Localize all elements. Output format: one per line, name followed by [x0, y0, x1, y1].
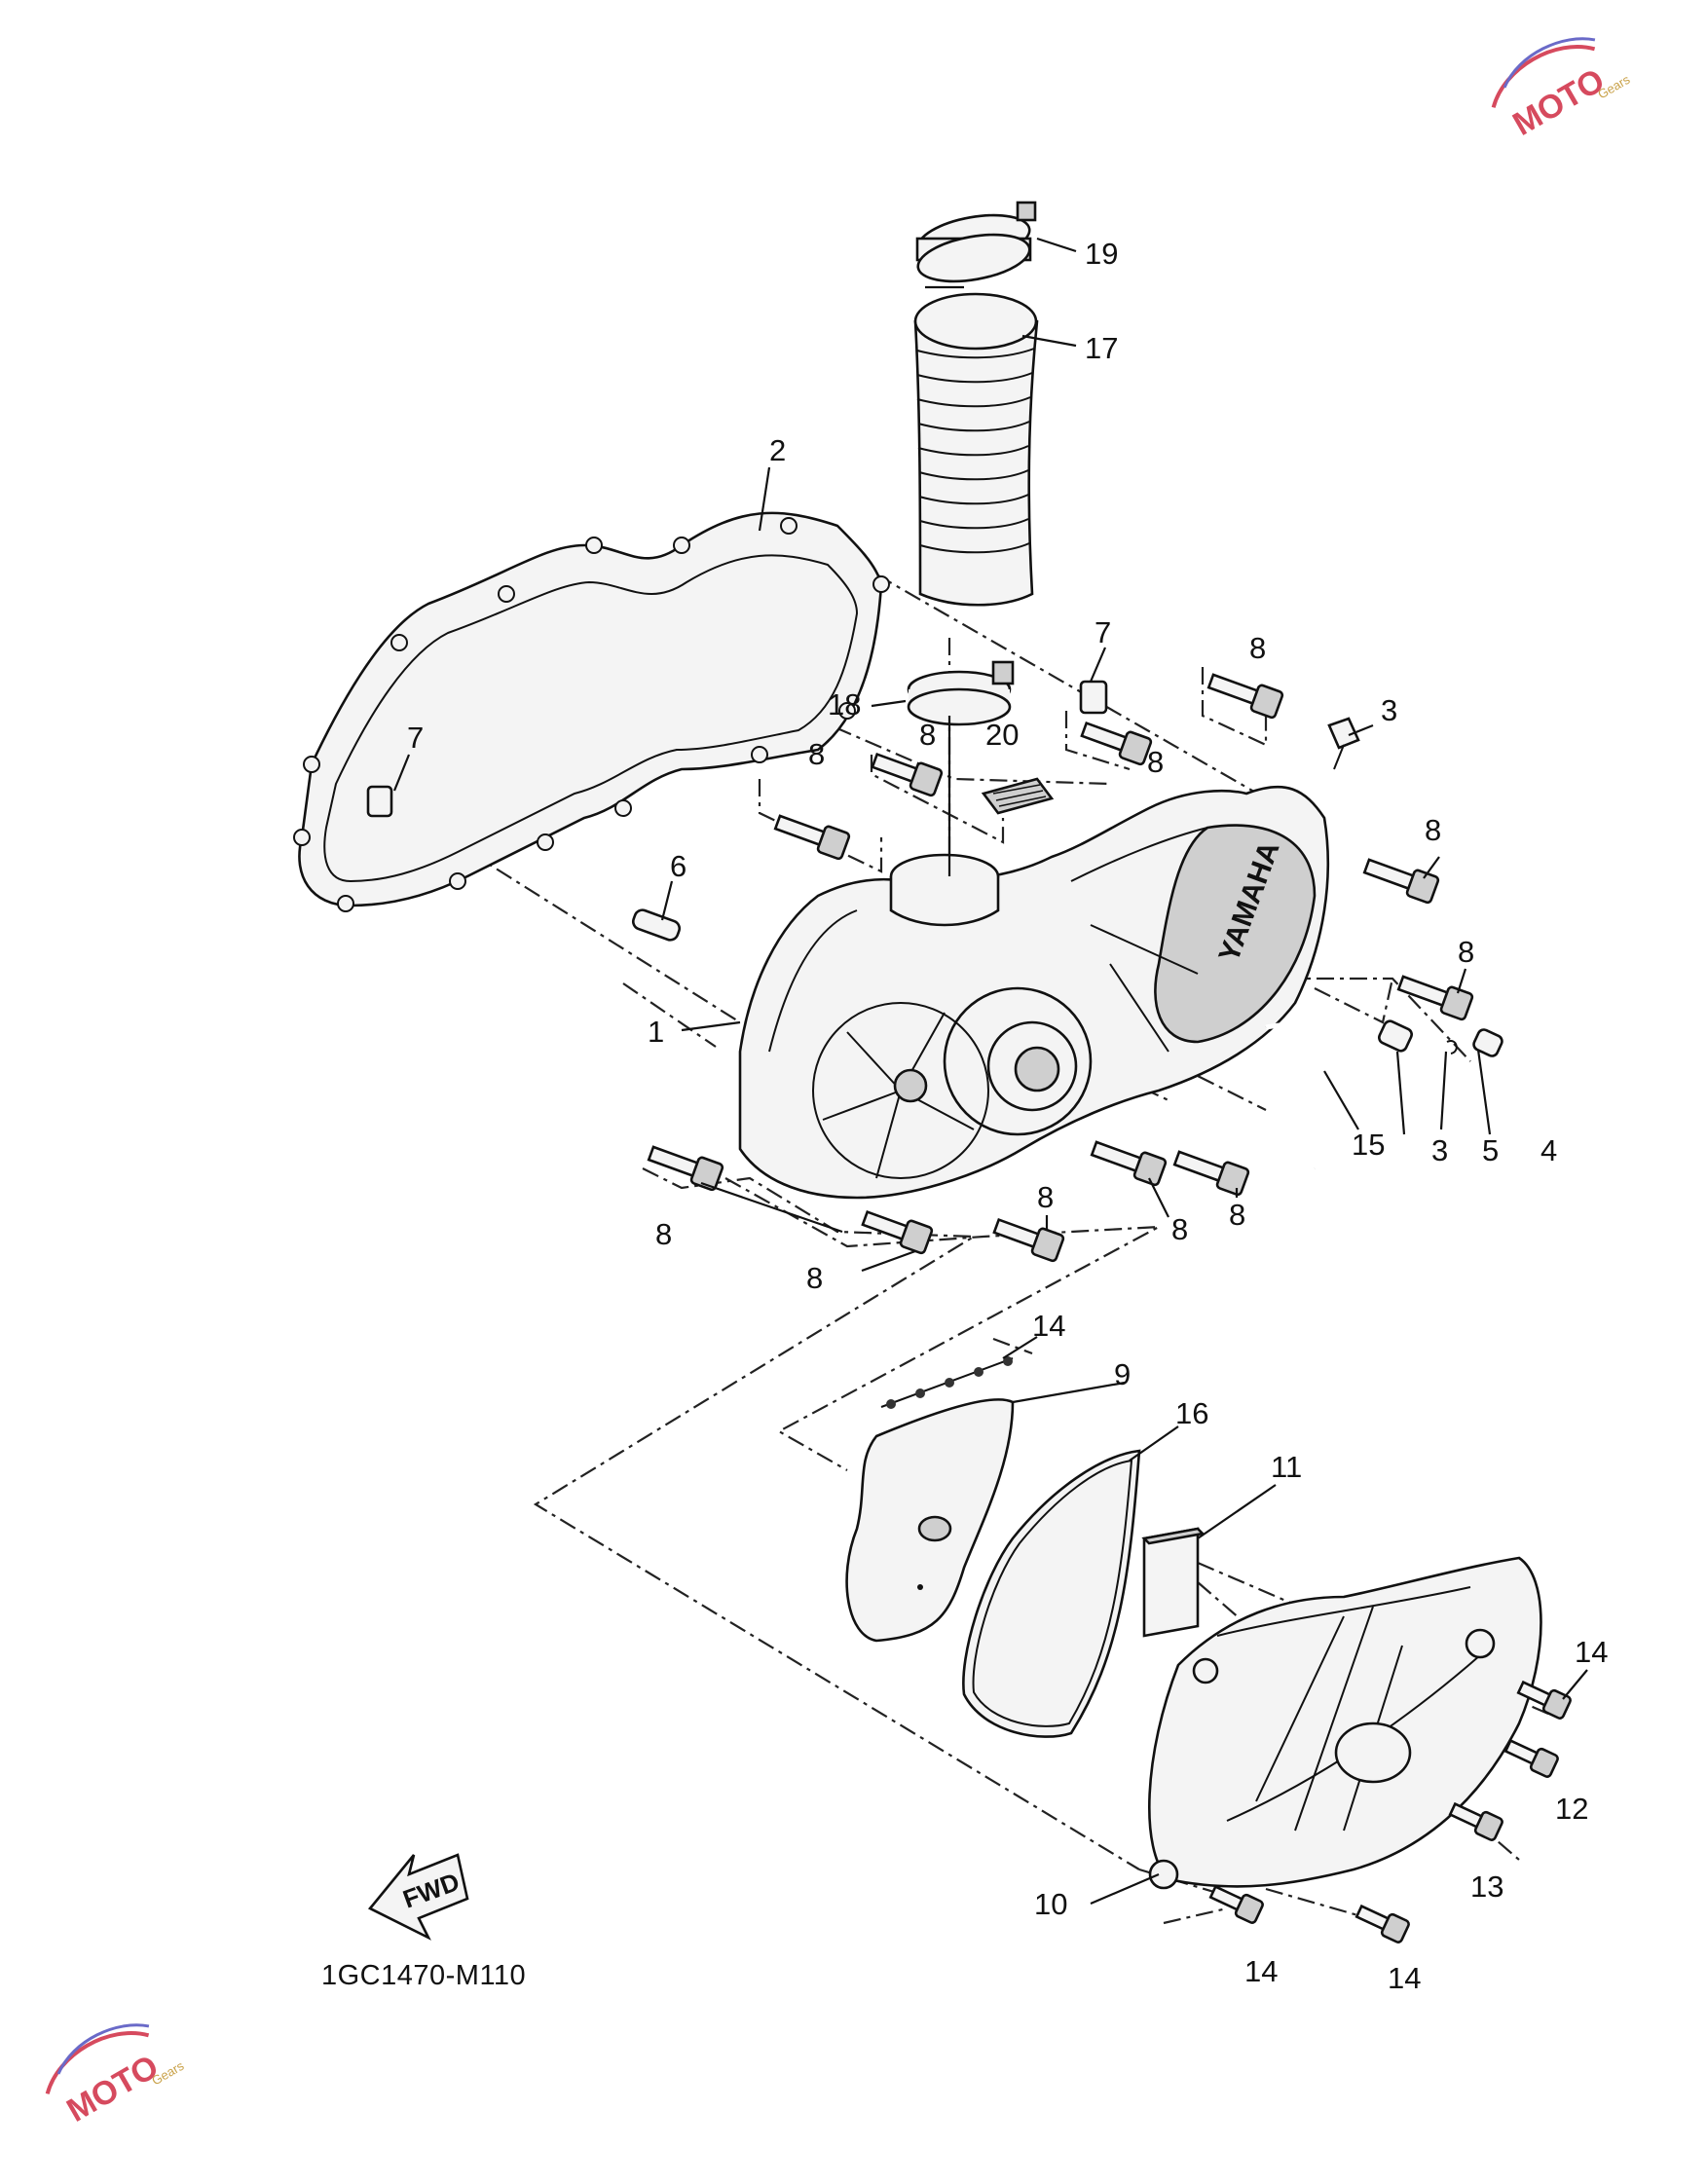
- leader-lines: [392, 237, 1588, 1906]
- part-17-air-duct: [913, 292, 1039, 607]
- part-10-outer-cover: [1148, 1556, 1542, 1890]
- callout-8-center-bottom: 8: [1171, 1212, 1188, 1246]
- part-3-breather-bottom: [1378, 1019, 1413, 1053]
- callout-14-bottom-right: 14: [1388, 1961, 1421, 1995]
- callout-17: 17: [1085, 331, 1118, 365]
- watermark-subtext: Gears: [1595, 72, 1633, 102]
- watermark-subtext: Gears: [149, 2058, 187, 2089]
- callout-12: 15: [1352, 1128, 1385, 1162]
- callout-14-right: 12: [1555, 1792, 1588, 1826]
- part-9-gasket: [845, 1398, 1015, 1643]
- part-20-label: [981, 777, 1055, 815]
- callout-16: 16: [1175, 1396, 1208, 1430]
- part-19-clamp: [915, 201, 1037, 283]
- callout-1: 1: [648, 1015, 664, 1049]
- callout-8-left-lower: 8: [655, 1217, 672, 1251]
- watermark-text: MOTO: [60, 2048, 165, 2129]
- part-18-clamp: [907, 660, 1015, 726]
- part-3-breather-top: [1327, 717, 1360, 770]
- callout-14-mid: 13: [1470, 1869, 1503, 1904]
- part-11-pad: [1141, 1527, 1206, 1638]
- callout-7-right: 7: [1095, 615, 1111, 649]
- part-14-15-screws: [1208, 1680, 1572, 1943]
- callout-8-bottom-mid: 8: [1037, 1180, 1054, 1214]
- callout-7-left: 7: [407, 721, 424, 755]
- callout-18: 18: [828, 687, 861, 722]
- fwd-arrow-icon: FWD: [367, 1853, 469, 1941]
- part-8-bolts: [647, 673, 1474, 1263]
- callout-4: 4: [1540, 1133, 1557, 1167]
- callout-8-top: 8: [1249, 631, 1266, 665]
- part-12-hose: [1265, 1021, 1326, 1169]
- callout-20: 20: [985, 718, 1019, 752]
- callout-8-mid: 8: [919, 718, 936, 752]
- part-13-damper: [880, 1356, 1014, 1409]
- callout-9: 9: [1114, 1357, 1131, 1391]
- callout-14-bottom-left: 14: [1244, 1954, 1278, 1988]
- part-4-cap: [1472, 1028, 1503, 1057]
- callout-labels: 19 17 2 7 7 18 20 6 1 3 8 8 8 8 8 8 15 3…: [407, 237, 1608, 1995]
- callout-3-top: 3: [1381, 693, 1397, 727]
- part-5-clip: [1446, 1040, 1458, 1055]
- watermark-bottom-left: MOTO Gears: [45, 2023, 187, 2129]
- callout-8-right-upper: 8: [1425, 813, 1441, 847]
- callout-13: 14: [1032, 1309, 1065, 1343]
- callout-19: 19: [1085, 237, 1118, 271]
- callout-10: 10: [1034, 1887, 1067, 1921]
- part-1-crankcase-cover: YAMAHA: [738, 785, 1330, 1200]
- callout-6: 6: [670, 849, 687, 883]
- callout-2: 2: [769, 433, 786, 467]
- callout-8-right-bottom: 8: [1229, 1198, 1245, 1232]
- part-7-dowel-pins: [366, 680, 1108, 818]
- watermark-top-right: MOTO Gears: [1491, 37, 1633, 143]
- part-6-pin: [631, 908, 682, 942]
- callout-11: 11: [1271, 1450, 1302, 1484]
- watermark-text: MOTO: [1506, 61, 1611, 143]
- callout-15: 14: [1575, 1635, 1608, 1669]
- callout-8-left-upper: 8: [808, 737, 825, 771]
- callout-3-bottom: 3: [1431, 1133, 1448, 1167]
- callout-8-right-lower: 8: [1458, 935, 1474, 969]
- part-2-gasket: [293, 511, 890, 912]
- callout-8-upper-mid: 8: [1147, 745, 1164, 779]
- callout-5: 5: [1482, 1133, 1499, 1167]
- callout-8-bottom-left: 8: [806, 1261, 823, 1295]
- diagram-code: 1GC1470-M110: [321, 1960, 526, 1991]
- part-16-seal: [962, 1449, 1141, 1738]
